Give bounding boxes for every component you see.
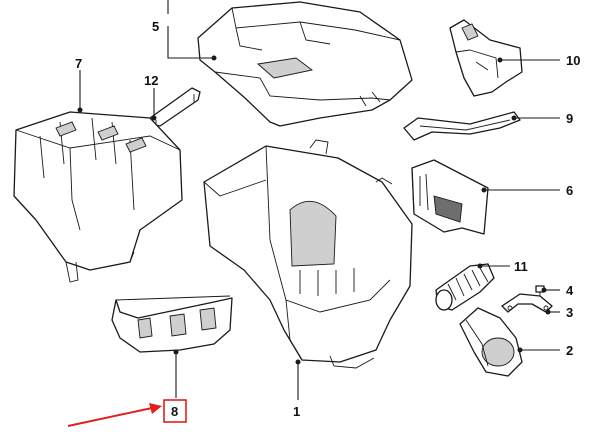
leader-dot-4 <box>541 287 547 293</box>
part-9-strip <box>403 111 521 141</box>
part-12-clip <box>149 87 201 128</box>
callout-8: 8 <box>171 404 178 419</box>
leader-5 <box>167 26 214 59</box>
part-7-relay-box <box>13 111 183 283</box>
part-5-cover <box>197 1 413 127</box>
highlight-marker <box>67 399 187 427</box>
leader-dot-9 <box>511 115 517 121</box>
leader-lines <box>77 0 560 400</box>
callout-labels: 5 7 12 10 9 6 11 4 3 2 1 8 <box>75 19 580 419</box>
callout-4: 4 <box>566 283 574 298</box>
highlight-box-8 <box>163 399 187 423</box>
callout-11: 11 <box>514 259 528 274</box>
callout-10: 10 <box>566 53 580 68</box>
part-11-hose <box>435 263 495 311</box>
callout-12: 12 <box>144 73 158 88</box>
leader-dot-8 <box>173 349 179 355</box>
callout-6: 6 <box>566 183 573 198</box>
leader-dot-7 <box>77 107 83 113</box>
leader-dot-12 <box>151 115 157 121</box>
part-6-panel <box>411 159 489 235</box>
callout-7: 7 <box>75 56 82 71</box>
leader-dot-6 <box>481 187 487 193</box>
leader-dot-10 <box>497 57 503 63</box>
leader-dot-1 <box>295 359 301 365</box>
callout-5: 5 <box>152 19 159 34</box>
red-arrow-shaft <box>67 407 153 427</box>
red-arrow-head <box>149 403 162 414</box>
part-3-bracket <box>501 293 553 313</box>
callout-9: 9 <box>566 111 573 126</box>
part-8-holder <box>111 295 233 353</box>
leader-dot-2 <box>517 347 523 353</box>
leader-dot-11 <box>477 263 483 269</box>
callout-3: 3 <box>566 305 573 320</box>
part-1-housing <box>203 139 413 369</box>
callout-2: 2 <box>566 343 573 358</box>
part-10-duct <box>449 19 523 97</box>
callout-1: 1 <box>293 404 300 419</box>
leader-dot-3 <box>545 309 551 315</box>
leader-dot-5 <box>211 55 217 61</box>
part-2-elbow <box>459 307 523 377</box>
